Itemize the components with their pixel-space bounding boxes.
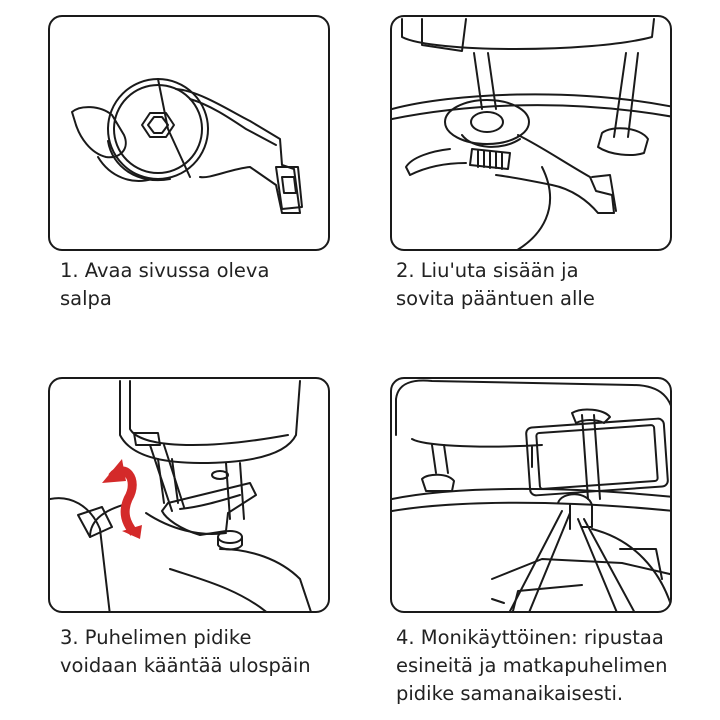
step-1-caption: 1. Avaa sivussa oleva salpa xyxy=(60,257,269,313)
step-4-illustration-panel xyxy=(390,377,672,613)
caption-line: 3. Puhelimen pidike xyxy=(60,626,252,649)
step-2-caption: 2. Liu'uta sisään ja sovita pääntuen all… xyxy=(396,257,595,313)
step-3-illustration-panel xyxy=(48,377,330,613)
step-2-illustration-panel xyxy=(390,15,672,251)
caption-line: pidike samanaikaisesti. xyxy=(396,682,624,705)
hook-latch-open-illustration xyxy=(71,78,303,214)
step-3-caption: 3. Puhelimen pidike voidaan kääntää ulos… xyxy=(60,624,311,680)
phone-holder-rotate-illustration xyxy=(50,380,312,611)
step-4-caption: 4. Monikäyttöinen: ripustaa esineitä ja … xyxy=(396,624,667,708)
caption-line: esineitä ja matkapuhelimen xyxy=(396,654,668,677)
slide-under-headrest-illustration xyxy=(392,18,670,249)
caption-line: 4. Monikäyttöinen: ripustaa xyxy=(396,626,664,649)
rotation-arrow-icon xyxy=(102,459,142,539)
caption-line: 2. Liu'uta sisään ja xyxy=(396,259,579,282)
caption-line: sovita pääntuen alle xyxy=(396,287,595,310)
caption-line: 1. Avaa sivussa oleva xyxy=(60,259,270,282)
multi-use-phone-and-bag-illustration xyxy=(392,379,670,611)
caption-line: salpa xyxy=(60,287,112,310)
caption-line: voidaan kääntää ulospäin xyxy=(60,654,311,677)
step-1-illustration-panel xyxy=(48,15,330,251)
